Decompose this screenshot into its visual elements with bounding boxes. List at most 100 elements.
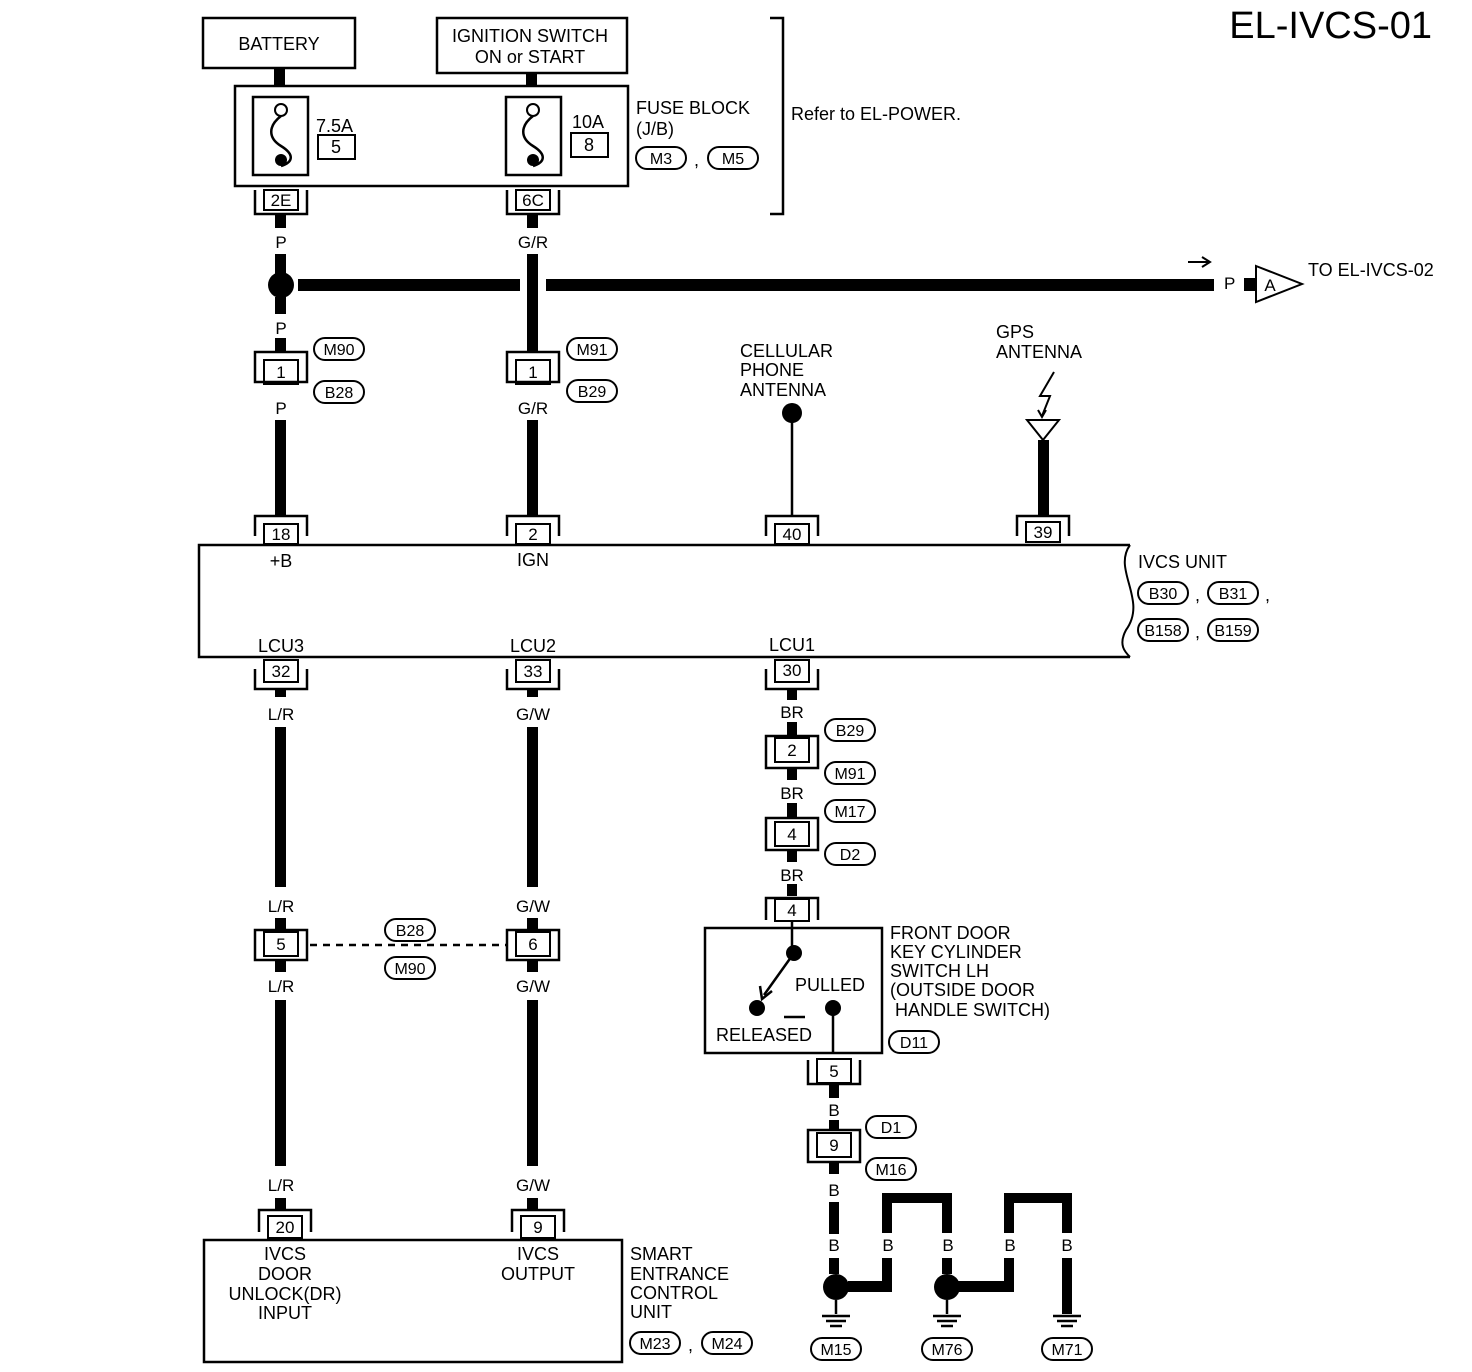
sec-input-line4: INPUT <box>258 1303 312 1323</box>
wire-label-b-2: B <box>828 1181 839 1200</box>
connector-m90-pin1: 1 <box>253 350 309 385</box>
ground-splice-2 <box>934 1274 960 1300</box>
gps-antenna-line2: ANTENNA <box>996 342 1082 362</box>
to-label: TO EL-IVCS-02 <box>1308 260 1434 280</box>
ignition-label-line1: IGNITION SWITCH <box>452 26 608 46</box>
sec-label-3: CONTROL <box>630 1283 718 1303</box>
conn-m76: M76 <box>931 1342 962 1359</box>
cell-antenna-line3: ANTENNA <box>740 380 826 400</box>
svg-text:5: 5 <box>829 1062 838 1081</box>
conn-b158: B158 <box>1144 623 1181 640</box>
sec-output-line2: OUTPUT <box>501 1264 575 1284</box>
conn-m24: M24 <box>711 1336 742 1353</box>
conn-m17: M17 <box>834 804 865 821</box>
svg-text:,: , <box>1265 585 1270 605</box>
conn-m91-a: M91 <box>576 342 607 359</box>
svg-text:32: 32 <box>272 662 291 681</box>
conn-m15: M15 <box>820 1342 851 1359</box>
splice-p <box>268 272 294 298</box>
fuse-block-label-line1: FUSE BLOCK <box>636 98 750 118</box>
fuse-block-label-line2: (J/B) <box>636 119 674 139</box>
terminal-6c: 6C <box>505 189 561 216</box>
svg-text:33: 33 <box>524 662 543 681</box>
sec-input-line3: UNLOCK(DR) <box>228 1284 341 1304</box>
switch-released: RELEASED <box>716 1025 812 1045</box>
wire-label-p-3: P <box>275 399 286 418</box>
pin-40: 40 <box>764 514 820 545</box>
sec-label-1: SMART <box>630 1244 693 1264</box>
svg-text:2E: 2E <box>271 191 292 210</box>
wire-label-gw-4: G/W <box>516 1176 550 1195</box>
pin-39: 39 <box>1015 514 1071 543</box>
pin-20: 20 <box>257 1208 313 1239</box>
ignition-label-line2: ON or START <box>475 47 585 67</box>
connector-b28-pin6: 6 <box>505 928 561 962</box>
door-key-switch-box: PULLED RELEASED <box>703 921 884 1055</box>
sec-output-line1: IVCS <box>517 1244 559 1264</box>
gps-lightning-icon <box>1038 371 1055 417</box>
wire-label-b-3: B <box>828 1236 839 1255</box>
conn-m16: M16 <box>875 1162 906 1179</box>
wire-label-gw-1: G/W <box>516 705 550 724</box>
conn-b29-a: B29 <box>578 384 607 401</box>
svg-text:B: B <box>942 1236 953 1255</box>
page-code: EL-IVCS-01 <box>1229 5 1432 47</box>
svg-text:B: B <box>882 1236 893 1255</box>
svg-text:30: 30 <box>783 661 802 680</box>
sec-label-2: ENTRANCE <box>630 1264 729 1284</box>
fuse2-amp: 10A <box>572 112 604 132</box>
conn-m23: M23 <box>639 1336 670 1353</box>
to-arrow-letter: A <box>1264 276 1276 295</box>
connector-m17-pin4: 4 <box>764 816 820 852</box>
connector-d1-pin9: 9 <box>806 1128 862 1164</box>
ivcs-ign: IGN <box>517 550 549 570</box>
svg-text:B: B <box>1061 1236 1072 1255</box>
pin-18: 18 <box>253 514 309 545</box>
to-arrow <box>1255 264 1305 304</box>
svg-text:6: 6 <box>528 935 537 954</box>
svg-text:,: , <box>1195 622 1200 642</box>
pin-30: 30 <box>764 659 820 691</box>
wire-label-gr-2: G/R <box>518 399 548 418</box>
gps-antenna-icon <box>1024 419 1062 442</box>
terminal-2e: 2E <box>253 189 309 216</box>
ground-splice-1 <box>823 1274 849 1300</box>
connector-b29-pin2: 2 <box>764 734 820 770</box>
svg-text:9: 9 <box>533 1218 542 1237</box>
svg-text:1: 1 <box>276 363 285 382</box>
door-switch-label-4: (OUTSIDE DOOR <box>890 980 1035 1000</box>
svg-text:4: 4 <box>787 901 796 920</box>
svg-text:20: 20 <box>276 1218 295 1237</box>
ground-m15-icon <box>822 1300 850 1328</box>
refer-label: Refer to EL-POWER. <box>791 104 961 124</box>
conn-b31: B31 <box>1219 586 1248 603</box>
wire-label-br-3: BR <box>780 866 804 885</box>
ivcs-unit-label: IVCS UNIT <box>1138 552 1227 572</box>
cell-antenna-icon <box>782 403 802 423</box>
conn-m3: M3 <box>650 151 672 168</box>
gps-antenna-line1: GPS <box>996 322 1034 342</box>
svg-text:9: 9 <box>829 1136 838 1155</box>
svg-text:,: , <box>1195 585 1200 605</box>
ivcs-lcu3: LCU3 <box>258 636 304 656</box>
connector-m91-pin1: 1 <box>505 350 561 385</box>
wire-label-lr-3: L/R <box>268 977 294 996</box>
fuse2-number: 8 <box>584 135 594 155</box>
ground-m76-icon <box>933 1300 961 1328</box>
svg-text:5: 5 <box>276 935 285 954</box>
wire-label-p-right: P <box>1224 274 1235 293</box>
ivcs-unit-box: +B IGN LCU3 LCU2 LCU1 <box>197 543 1135 659</box>
svg-text:1: 1 <box>528 363 537 382</box>
wire-label-lr-1: L/R <box>268 705 294 724</box>
pin-33: 33 <box>505 659 561 691</box>
conn-d2: D2 <box>840 847 861 864</box>
sec-input-line2: DOOR <box>258 1264 312 1284</box>
wire-label-p-1: P <box>275 233 286 252</box>
conn-d1: D1 <box>881 1120 902 1137</box>
conn-b29-b: B29 <box>836 723 865 740</box>
fuse1-number: 5 <box>331 137 341 157</box>
conn-m90-b: M90 <box>394 961 425 978</box>
conn-m90-a: M90 <box>323 342 354 359</box>
svg-text:2: 2 <box>787 741 796 760</box>
